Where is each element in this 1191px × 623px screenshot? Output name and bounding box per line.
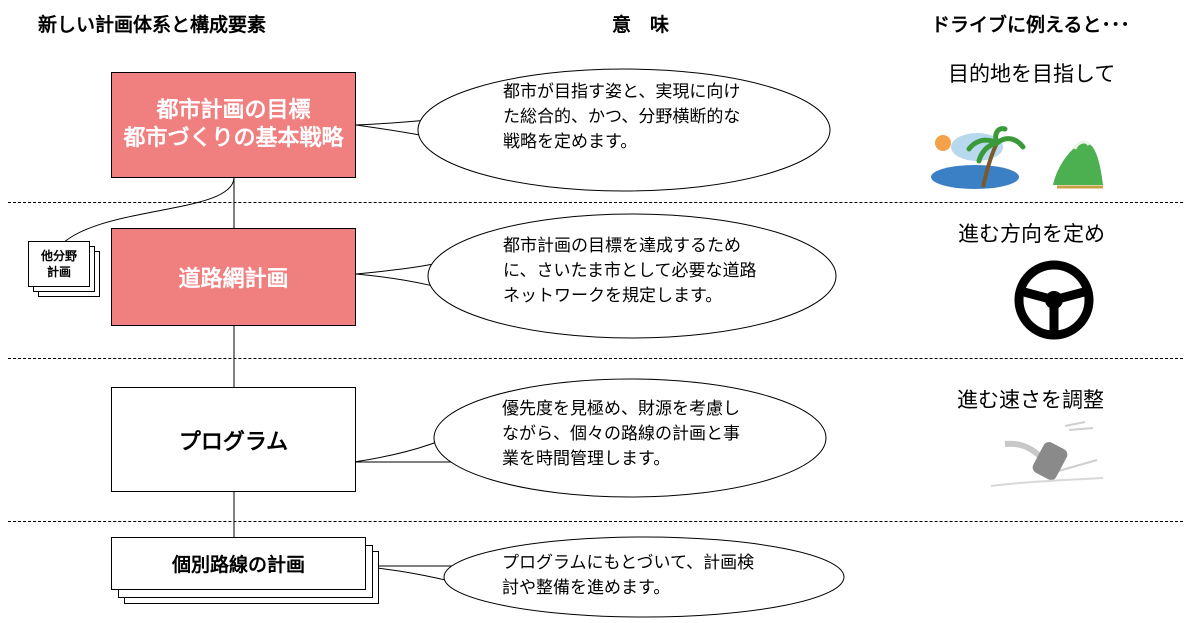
- destination-landscape-icon: [931, 126, 1103, 189]
- analogy-speed: 進む速さを調整: [957, 388, 1104, 412]
- box-individual-route-plan: 個別路線の計画: [111, 537, 366, 590]
- box-road-network-plan: 道路網計画: [111, 228, 356, 326]
- bubble-1-text: 都市が目指す姿と、実現に向け た総合的、かつ、分野横断的な 戦略を定めます。: [503, 82, 741, 152]
- box-label-line: 都市づくりの基本戦略: [123, 126, 344, 151]
- header-elements: 新しい計画体系と構成要素: [38, 14, 267, 36]
- box-urban-planning-goals: 都市計画の目標 都市づくりの基本戦略: [111, 72, 356, 178]
- box-label-line: 道路網計画: [178, 267, 289, 292]
- bubble-3-text: 優先度を見極め、財源を考慮し ながら、個々の路線の計画と事 業を時間管理します。: [502, 399, 740, 469]
- row-separator: [8, 358, 1183, 359]
- analogy-destination: 目的地を目指して: [948, 62, 1116, 86]
- accelerator-pedal-icon: [990, 421, 1104, 487]
- bubble-2: [427, 213, 837, 339]
- row-separator: [8, 521, 1183, 522]
- bubble-2-text: 都市計画の目標を達成するため に、さいたま市として必要な道路 ネットワークを規定…: [503, 236, 757, 306]
- side-plan-label-line: 計画: [46, 265, 71, 279]
- side-plan-connector: [57, 177, 235, 249]
- bubble-4-text: プログラムにもとづいて、計画検 討や整備を進めます。: [502, 553, 755, 598]
- header-meaning: 意 味: [612, 14, 670, 36]
- bubble-4: [443, 536, 845, 618]
- bubble-3: [433, 378, 827, 498]
- row-separator: [8, 202, 1183, 203]
- side-plan-label-line: 他分野: [40, 249, 77, 263]
- steering-wheel-icon: [1014, 260, 1094, 340]
- box-program: プログラム: [111, 387, 356, 492]
- analogy-direction: 進む方向を定め: [958, 222, 1105, 246]
- header-driving-analogy: ドライブに例えると･･･: [931, 14, 1130, 36]
- box-label-line: 都市計画の目標: [156, 98, 311, 123]
- box-label-line: プログラム: [178, 429, 289, 455]
- side-plan-box: 他分野 計画: [28, 241, 90, 287]
- box-label-line: 個別路線の計画: [171, 554, 305, 576]
- bubble-1: [417, 68, 831, 192]
